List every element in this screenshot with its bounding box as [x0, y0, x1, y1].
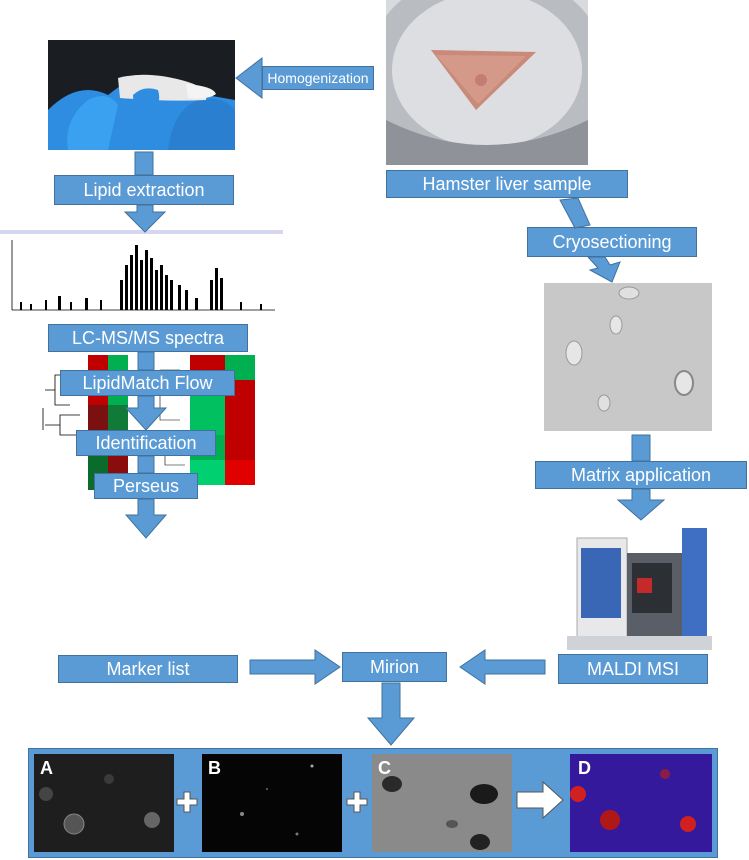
- arrow-icon: [124, 498, 168, 539]
- lcms-spectrum-image: [0, 230, 283, 320]
- maldi-instrument-image: [567, 518, 712, 650]
- homogenization-box: Homogenization: [262, 66, 374, 90]
- plus-icon: [175, 790, 199, 814]
- arrow-icon: [249, 649, 341, 685]
- arrow-icon: [631, 434, 651, 462]
- panel-b-label: B: [208, 758, 221, 778]
- lcms-spectra-box: LC-MS/MS spectra: [48, 324, 248, 352]
- panel-b-image: [202, 754, 342, 852]
- arrow-icon: [559, 197, 591, 229]
- mirion-box: Mirion: [342, 652, 447, 682]
- arrow-icon: [586, 256, 621, 283]
- arrow-icon: [137, 455, 155, 474]
- panel-c-image: [372, 754, 512, 852]
- maldi-msi-box: MALDI MSI: [558, 654, 708, 684]
- arrow-icon: [137, 351, 155, 371]
- plus-icon: [345, 790, 369, 814]
- arrow-icon: [616, 488, 666, 521]
- hamster-liver-box: Hamster liver sample: [386, 170, 628, 198]
- homogenization-photo: [48, 40, 235, 150]
- cryosectioning-box: Cryosectioning: [527, 227, 697, 257]
- panel-d-label: D: [578, 758, 591, 778]
- tissue-section-image: [544, 283, 712, 431]
- lipid-extraction-box: Lipid extraction: [54, 175, 234, 205]
- panel-a-label: A: [40, 758, 53, 778]
- arrow-icon: [123, 204, 167, 233]
- lipidmatch-flow-box: LipidMatch Flow: [60, 370, 235, 396]
- white-arrow-icon: [515, 780, 565, 820]
- panel-c-label: C: [378, 758, 391, 778]
- liver-sample-photo: [386, 0, 588, 165]
- marker-list-box: Marker list: [58, 655, 238, 683]
- panel-d-image: [570, 754, 712, 852]
- arrow-icon: [124, 395, 168, 431]
- panel-a-image: [34, 754, 174, 852]
- identification-box: Identification: [76, 430, 216, 456]
- arrow-icon: [134, 151, 154, 176]
- arrow-icon: [366, 682, 416, 746]
- arrow-icon: [459, 649, 546, 685]
- arrow-icon: [235, 56, 263, 100]
